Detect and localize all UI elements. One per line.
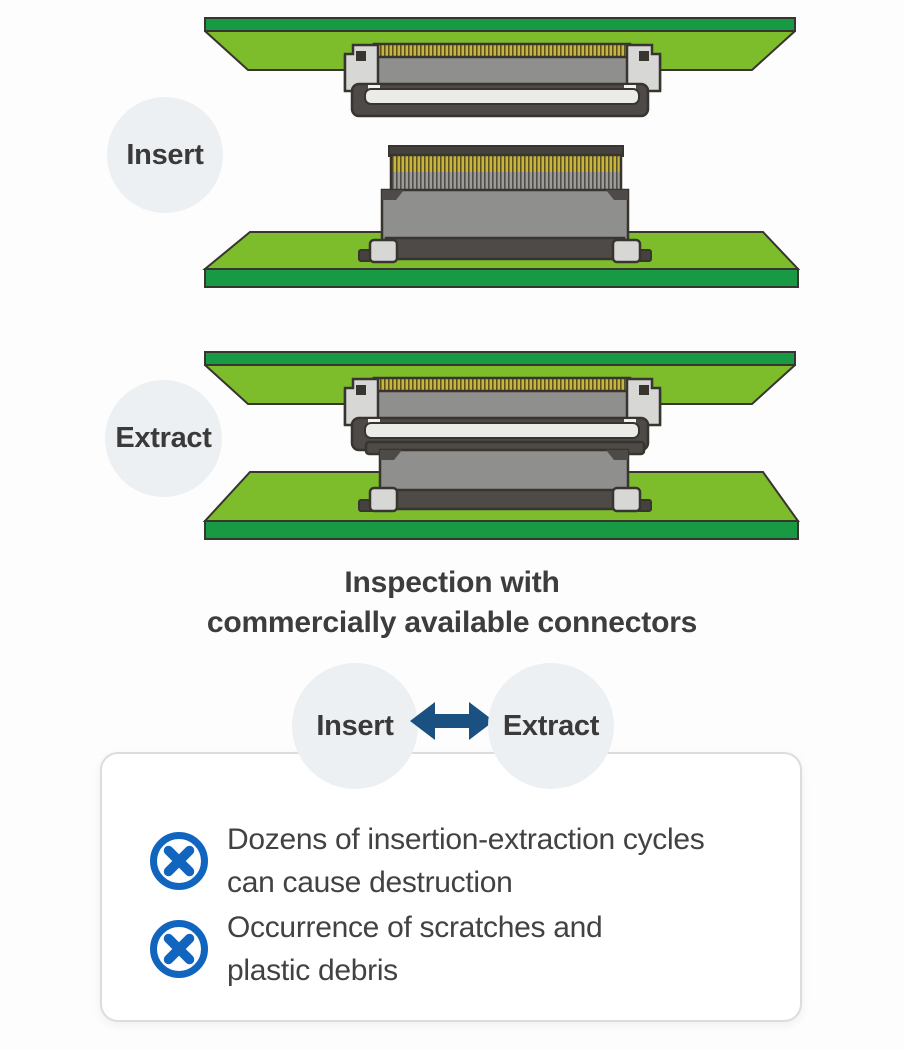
caption: Inspection with commercially available c… [0,563,904,643]
cycle-extract-badge: Extract [488,663,614,789]
list-item: Dozens of insertion-extraction cycles ca… [147,818,705,904]
note-text: Dozens of insertion-extraction cycles ca… [227,818,705,904]
bottom-connector [358,145,652,264]
crossed-circle-icon [150,920,208,978]
caption-line-1: Inspection with [344,566,560,599]
note-text-line: can cause destruction [227,866,513,899]
extract-scene [202,350,800,540]
note-text-line: plastic debris [227,954,398,987]
note-text-line: Occurrence of scratches and [227,911,603,944]
note-text: Occurrence of scratches and plastic debr… [227,906,603,992]
insert-label-badge: Insert [107,97,223,213]
extract-label-badge: Extract [105,380,222,497]
caption-line-2: commercially available connectors [206,606,698,639]
list-item: Occurrence of scratches and plastic debr… [147,906,603,992]
cycle-insert-badge: Insert [292,663,418,789]
drawbacks-card: Dozens of insertion-extraction cycles ca… [100,752,802,1022]
mated-connector-body [358,440,652,513]
note-text-line: Dozens of insertion-extraction cycles [227,823,705,856]
insert-scene [202,16,801,288]
double-headed-arrow-icon [410,702,494,740]
connector-diagram [202,16,801,540]
crossed-circle-icon [150,832,208,890]
